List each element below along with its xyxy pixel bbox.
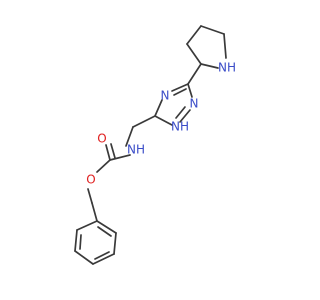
bond-tri-c5-n4-double [173,88,187,96]
bond-ph-1 [76,220,98,231]
bond-carbonyl-double-1 [105,144,111,161]
atom-pyrrolidine-nh: NH [218,61,236,75]
bond-pyr-n-c2 [200,63,219,69]
atom-triazole-n1: N [190,97,199,111]
bond-pyr-c4-c5 [200,25,225,35]
bond-ph-5 [113,232,117,255]
phenyl-ring [74,220,117,265]
bond-ch2-nh [125,126,134,147]
bond-tri-c5-n1 [187,83,193,98]
pyrrolidine-ring [186,25,227,69]
bond-tri-n4-c3 [154,99,163,117]
atom-triazole-nh: NH [171,120,189,134]
bond-ch2-phenyl [91,202,98,222]
atom-triazole-n4: N [161,89,170,103]
bond-tri-n2-c3 [154,115,173,126]
bond-ph-inner-2 [94,251,110,260]
bond-tri-n1-n2-double [175,106,186,119]
bond-carbonyl-double-2 [110,143,116,159]
atom-carbonyl-o: O [97,132,106,146]
bond-carbonyl-c-o [96,159,111,173]
bond-ph-6 [96,220,117,234]
bond-pyr-c5-n [223,33,227,59]
bond-c3-ch2 [132,115,156,128]
bond-pyr-c2-c3 [186,43,202,65]
triazole-ring [154,83,193,126]
bond-ph-inner-3 [97,226,112,237]
bond-ph-4 [92,253,115,265]
bond-o-benzyl-ch2 [87,188,93,204]
bond-ph-3 [74,250,94,265]
bond-ph-inner-1 [79,234,82,250]
bond-ph-2 [74,229,78,252]
molecule-structure-diagram: NH N N NH NH O O [74,25,236,265]
atom-carbamate-nh: NH [127,143,145,157]
bond-tri-n1-n2 [179,109,191,123]
bond-pyr-triazole [187,63,202,85]
bond-pyr-c3-c4 [186,25,202,45]
bond-nh-carbonyl-c [109,154,131,161]
bond-tri-c5-n4 [171,83,189,92]
atom-ester-o: O [86,173,95,187]
